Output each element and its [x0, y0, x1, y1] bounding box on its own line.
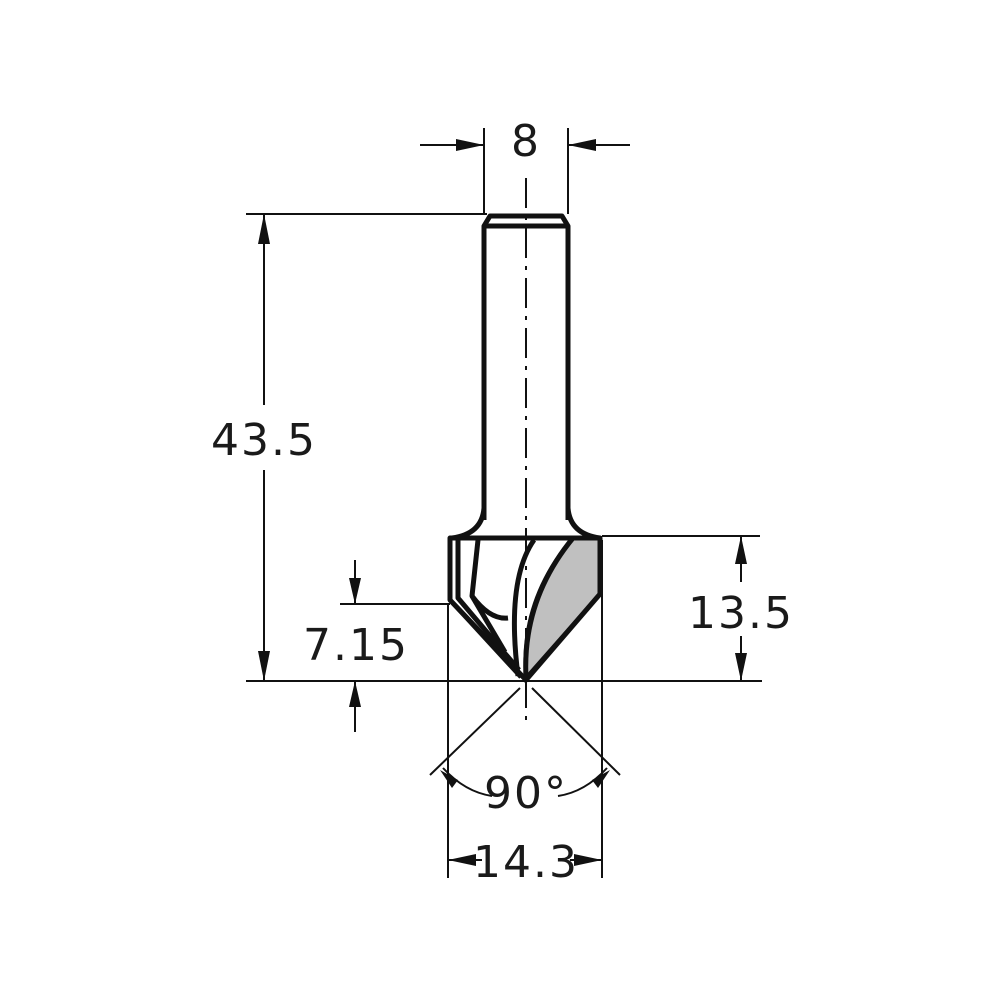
dimension-shank-diameter: 8	[420, 116, 630, 167]
extension-lines	[246, 128, 762, 878]
dimension-cutting-diameter: 14.3	[448, 837, 602, 888]
cutting-angle-label: 90°	[484, 768, 568, 819]
cutter-head	[447, 535, 603, 683]
cutting-height-label: 13.5	[688, 588, 794, 639]
cutting-diameter-label: 14.3	[473, 837, 579, 888]
shank-diameter-label: 8	[511, 116, 541, 167]
chamfer-height-label: 7.15	[303, 620, 409, 671]
dimension-chamfer-height: 7.15	[303, 560, 409, 732]
overall-length-label: 43.5	[211, 415, 317, 466]
dimension-overall-length: 43.5	[211, 214, 317, 681]
dimension-cutting-height: 13.5	[688, 536, 794, 681]
angle-construction	[429, 687, 621, 797]
